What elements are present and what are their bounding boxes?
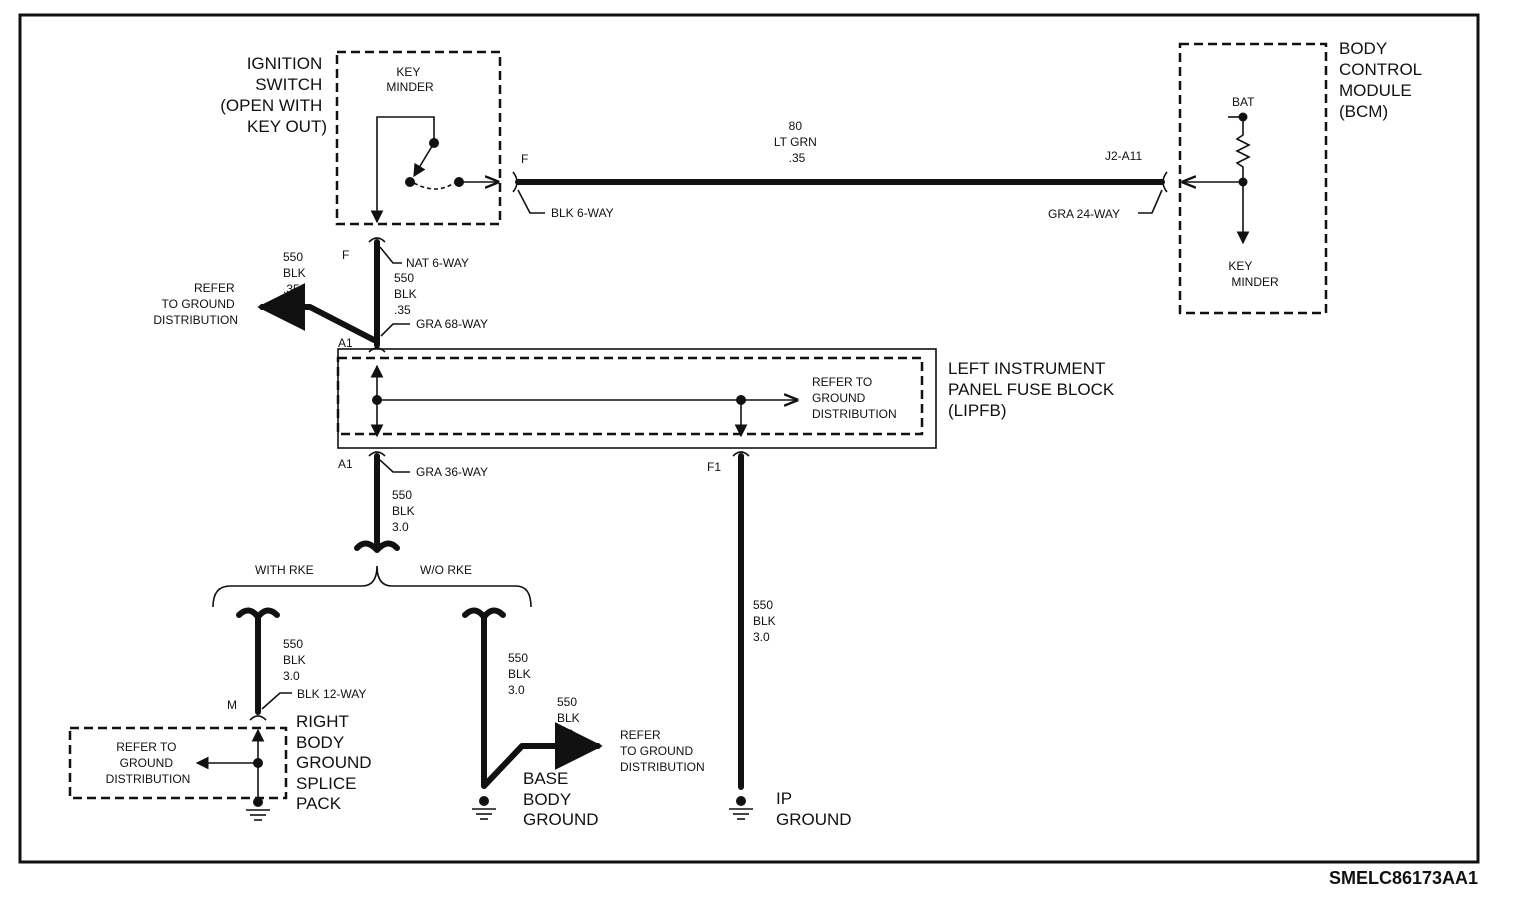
body-control-module: BODY CONTROL MODULE (BCM) BAT KEY MINDER <box>1178 39 1426 315</box>
wire-550-ign-label: 550 BLK .35 <box>394 271 420 317</box>
switch-travel-arc <box>413 182 455 190</box>
splice-pack-box <box>68 726 288 800</box>
gra36-leader <box>379 459 410 473</box>
ignition-key-minder-label: KEY MINDER <box>386 65 434 94</box>
connector-m: M <box>227 698 237 712</box>
option-with-rke: WITH RKE <box>255 563 314 577</box>
lipfb-refer-label: REFER TO GROUND DISTRIBUTION <box>812 375 897 421</box>
ignition-switch-label: IGNITION SWITCH (OPEN WITH KEY OUT) <box>220 54 327 136</box>
wire-550-ip-ground: F1 550 BLK 3.0 IP GROUND <box>707 451 852 829</box>
splice-ground-node <box>253 797 263 807</box>
bcm-resistor <box>1235 117 1251 182</box>
connector-f1: F1 <box>707 460 721 474</box>
right-body-ground-splice-pack: RIGHT BODY GROUND SPLICE PACK REFER TO G… <box>68 712 376 821</box>
connector-a1-terminal <box>368 347 386 353</box>
ground-icon <box>729 808 753 820</box>
bcm-label: BODY CONTROL MODULE (BCM) <box>1339 39 1426 121</box>
ground-icon <box>246 809 270 821</box>
with-rke-wire-label: 550 BLK 3.0 <box>283 637 309 683</box>
splice-hook <box>354 540 400 553</box>
connector-gra-24-way: GRA 24-WAY <box>1048 207 1120 221</box>
ground-icon <box>472 808 496 820</box>
wire-550-with-rke: 550 BLK 3.0 M BLK 12-WAY <box>227 607 366 721</box>
bcm-key-minder-label: KEY MINDER <box>1228 259 1279 289</box>
connector-blk-6-way: BLK 6-WAY <box>551 206 614 220</box>
connector-f-label: F <box>521 152 528 166</box>
connector-nat6-terminal <box>368 237 386 243</box>
connector-a1-top: A1 <box>338 336 353 350</box>
lipfb-outline <box>337 348 937 449</box>
base-branch-label: 550 BLK 3.0 <box>557 695 583 741</box>
blk6-leader <box>517 189 545 214</box>
ip-ground-node <box>736 796 746 806</box>
connector-f-nat: F <box>342 248 349 262</box>
connector-nat-6-way: NAT 6-WAY <box>406 256 469 270</box>
connector-f-terminal <box>512 171 518 193</box>
wire-550-lipfb-label: 550 BLK 3.0 <box>392 488 418 534</box>
left-instrument-panel-fuse-block: LEFT INSTRUMENT PANEL FUSE BLOCK (LIPFB)… <box>336 348 1119 449</box>
wire-80-lt-grn: F BLK 6-WAY 80 LT GRN .35 J2-A11 GRA 24-… <box>512 119 1168 221</box>
switch-blade <box>413 142 435 178</box>
wo-rke-wire-label: 550 BLK 3.0 <box>508 651 534 697</box>
nat6-leader <box>379 246 402 264</box>
switch-pivot <box>405 177 415 187</box>
wo-rke-wire <box>481 614 603 789</box>
option-wo-rke: W/O RKE <box>420 563 472 577</box>
gra68-leader <box>380 323 410 337</box>
wire-550-lipfb-down: A1 GRA 36-WAY 550 BLK 3.0 WITH RKE W/O R… <box>212 451 532 608</box>
ignition-switch: IGNITION SWITCH (OPEN WITH KEY OUT) KEY … <box>220 50 502 226</box>
option-brace <box>212 565 532 608</box>
connector-gra-36-way: GRA 36-WAY <box>416 465 488 479</box>
diagram-code: SMELC86173AA1 <box>1329 868 1478 888</box>
diagram-frame <box>18 13 1480 864</box>
branch-left-wire <box>257 283 377 343</box>
connector-f1-terminal <box>732 451 750 457</box>
lipfb-label: LEFT INSTRUMENT PANEL FUSE BLOCK (LIPFB) <box>948 359 1119 420</box>
connector-gra-68-way: GRA 68-WAY <box>416 317 488 331</box>
connector-a1-bottom: A1 <box>338 457 353 471</box>
switch-contact-lines <box>370 116 435 224</box>
wire-80-label: 80 LT GRN .35 <box>774 119 820 165</box>
blk12-leader <box>261 692 292 710</box>
connector-a1-bottom-terminal <box>368 451 386 457</box>
wire-550-ign-to-lipfb: F NAT 6-WAY 550 BLK .35 GRA 68-WAY A1 55… <box>153 237 488 353</box>
ip-wire-label: 550 BLK 3.0 <box>753 598 779 644</box>
gra24-leader <box>1138 189 1163 214</box>
bcm-bat-label: BAT <box>1232 95 1255 109</box>
bcm-box <box>1178 42 1328 315</box>
splice-pack-refer: REFER TO GROUND DISTRIBUTION <box>106 740 191 786</box>
branch-left-label: 550 BLK .35 <box>283 250 309 296</box>
base-ground-node <box>479 796 489 806</box>
splice-pack-label: RIGHT BODY GROUND SPLICE PACK <box>296 712 376 813</box>
wire-550-wo-rke: 550 BLK 3.0 550 BLK 3.0 REFER TO GROUND … <box>462 607 705 829</box>
connector-m-terminal <box>249 715 267 721</box>
base-refer-label: REFER TO GROUND DISTRIBUTION <box>620 728 705 774</box>
ip-ground-label: IP GROUND <box>776 789 852 829</box>
base-body-ground-label: BASE BODY GROUND <box>523 769 599 829</box>
connector-j2-a11: J2-A11 <box>1105 149 1142 163</box>
refer-left-label: REFER TO GROUND DISTRIBUTION <box>153 281 238 327</box>
connector-blk-12-way: BLK 12-WAY <box>297 687 366 701</box>
connector-j2-terminal <box>1162 171 1168 193</box>
